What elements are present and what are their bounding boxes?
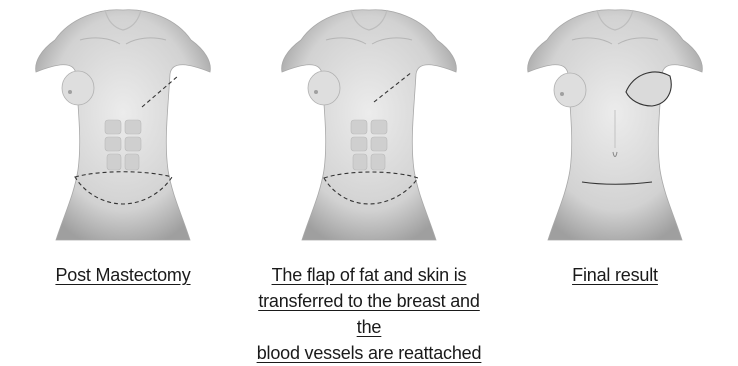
diagram-stage: Post Mastectomy bbox=[0, 0, 738, 350]
breast bbox=[62, 71, 94, 105]
torso-illustration-1 bbox=[0, 0, 246, 250]
caption-line: The flap of fat and skin is bbox=[246, 262, 492, 288]
torso-illustration-3 bbox=[492, 0, 738, 250]
breast bbox=[554, 73, 586, 107]
panel-flap-transfer: The flap of fat and skin is transferred … bbox=[246, 0, 492, 350]
caption-flap-transfer: The flap of fat and skin is transferred … bbox=[246, 262, 492, 366]
caption-line: Final result bbox=[492, 262, 738, 288]
breast bbox=[308, 71, 340, 105]
caption-line: Post Mastectomy bbox=[0, 262, 246, 288]
caption-post-mastectomy: Post Mastectomy bbox=[0, 262, 246, 288]
torso-illustration-2 bbox=[246, 0, 492, 250]
caption-line: blood vessels are reattached bbox=[246, 340, 492, 366]
torso-shape bbox=[282, 10, 457, 240]
panel-post-mastectomy: Post Mastectomy bbox=[0, 0, 246, 350]
caption-line: transferred to the breast and the bbox=[246, 288, 492, 340]
torso-shape bbox=[36, 10, 211, 240]
panel-final-result: Final result bbox=[492, 0, 738, 350]
caption-final-result: Final result bbox=[492, 262, 738, 288]
